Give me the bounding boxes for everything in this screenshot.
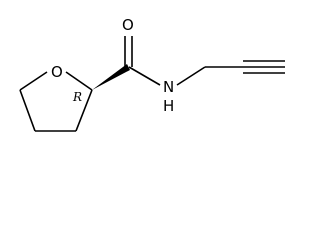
bond-ring-c2-c3	[75, 89, 93, 132]
bond-ring-c4-c5	[19, 89, 36, 132]
molecule-structure: O O N H R	[19, 16, 285, 132]
bond-ring-c5-o	[19, 71, 48, 91]
stereo-descriptor: R	[72, 90, 82, 104]
atom-amide-nitrogen: N	[163, 78, 174, 96]
wedge-bond-c2-carbonyl	[92, 64, 130, 90]
atom-ring-oxygen: O	[51, 63, 63, 81]
bond-n-ch2	[176, 66, 206, 86]
atom-amide-hydrogen: H	[163, 97, 174, 115]
bond-carbonyl-n	[128, 66, 161, 86]
bond-ring-o-c2	[65, 71, 93, 91]
atom-carbonyl-oxygen: O	[122, 16, 134, 34]
